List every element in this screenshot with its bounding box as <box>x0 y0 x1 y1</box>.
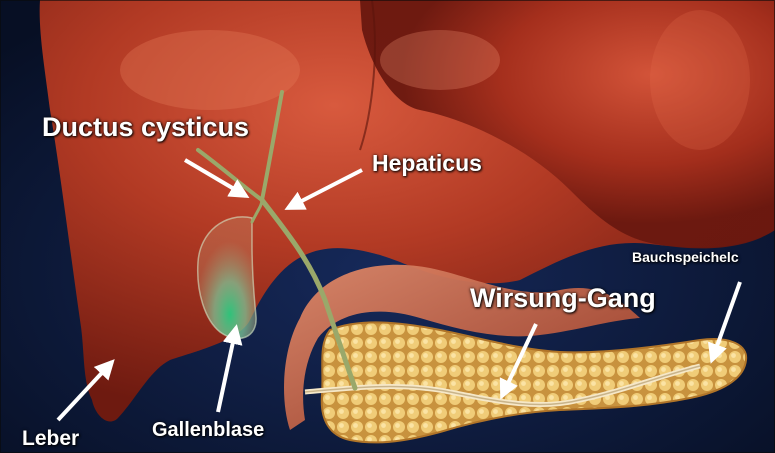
label-hepaticus: Hepaticus <box>372 152 482 175</box>
label-bauchspeicheldruese: Bauchspeichelc <box>632 250 739 264</box>
label-leber: Leber <box>22 428 79 449</box>
label-ductus-cysticus: Ductus cysticus <box>42 114 249 141</box>
label-wirsung-gang: Wirsung-Gang <box>470 285 656 312</box>
label-gallenblase: Gallenblase <box>152 420 264 440</box>
